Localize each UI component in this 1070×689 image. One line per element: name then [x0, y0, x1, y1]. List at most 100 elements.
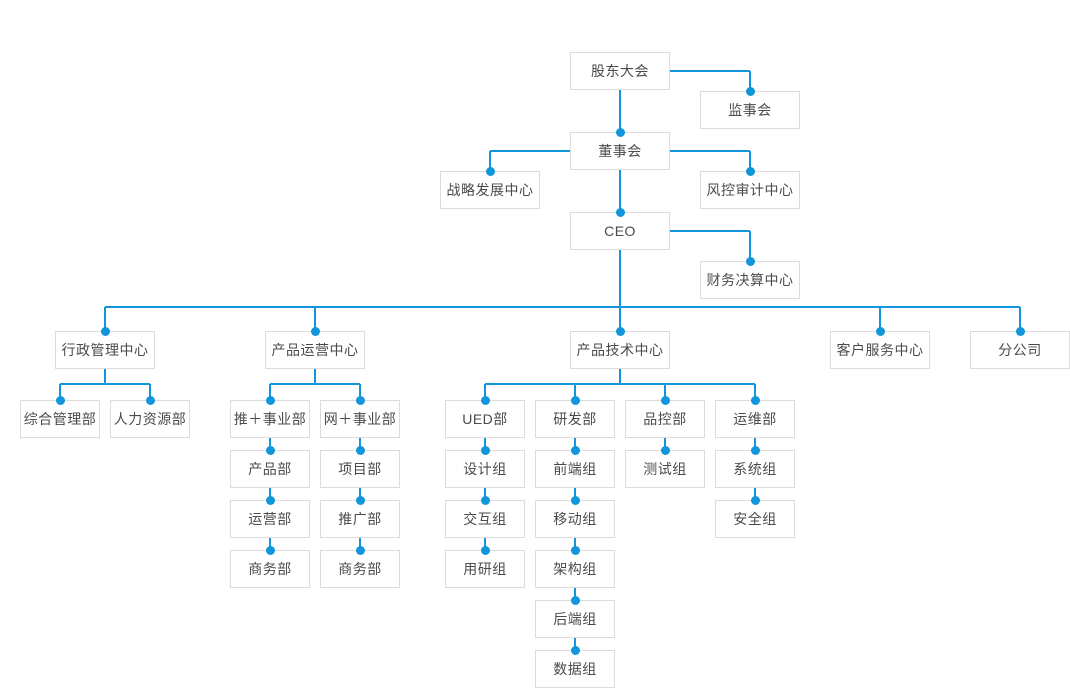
connector-dot-icon	[265, 495, 275, 505]
org-node-data-group[interactable]: 数据组	[535, 650, 615, 688]
connector-dot-icon	[480, 445, 490, 455]
org-node-label: 产品部	[248, 461, 292, 477]
connector-dot-icon	[100, 326, 110, 336]
connector-dot-icon	[355, 445, 365, 455]
org-node-test-group[interactable]: 测试组	[625, 450, 705, 488]
org-node-label: 推广部	[338, 511, 382, 527]
connector-dot-icon	[265, 395, 275, 405]
org-node-research-group[interactable]: 用研组	[445, 550, 525, 588]
connector-dot-icon	[1015, 326, 1025, 336]
org-node-rnd[interactable]: 研发部	[535, 400, 615, 438]
org-node-prodops[interactable]: 产品运营中心	[265, 331, 365, 369]
org-node-label: 分公司	[998, 342, 1042, 358]
org-node-label: 网＋事业部	[323, 411, 397, 427]
org-node-branch[interactable]: 分公司	[970, 331, 1070, 369]
org-node-label: 人力资源部	[113, 411, 187, 427]
org-node-riskaudit[interactable]: 风控审计中心	[700, 171, 800, 209]
org-node-arch-group[interactable]: 架构组	[535, 550, 615, 588]
org-node-wang-biz[interactable]: 网＋事业部	[320, 400, 400, 438]
org-node-shareholders[interactable]: 股东大会	[570, 52, 670, 90]
org-node-strategy[interactable]: 战略发展中心	[440, 171, 540, 209]
connector-dot-icon	[660, 395, 670, 405]
org-node-prodtech[interactable]: 产品技术中心	[570, 331, 670, 369]
org-node-label: 董事会	[598, 143, 642, 159]
org-node-biz-dept-1[interactable]: 商务部	[230, 550, 310, 588]
connector-dot-icon	[615, 207, 625, 217]
org-node-interact-group[interactable]: 交互组	[445, 500, 525, 538]
org-node-label: 安全组	[733, 511, 777, 527]
connector-dot-icon	[570, 545, 580, 555]
connector-dot-icon	[745, 256, 755, 266]
org-node-general-mgmt[interactable]: 综合管理部	[20, 400, 100, 438]
org-node-label: UED部	[462, 411, 508, 427]
org-node-biz-dept-2[interactable]: 商务部	[320, 550, 400, 588]
org-node-supervisors[interactable]: 监事会	[700, 91, 800, 129]
org-node-label: 推＋事业部	[233, 411, 307, 427]
connector-dot-icon	[570, 495, 580, 505]
org-node-ued[interactable]: UED部	[445, 400, 525, 438]
org-node-ceo[interactable]: CEO	[570, 212, 670, 250]
org-node-hr[interactable]: 人力资源部	[110, 400, 190, 438]
org-node-label: 商务部	[338, 561, 382, 577]
org-node-finance[interactable]: 财务决算中心	[700, 261, 800, 299]
org-node-label: 财务决算中心	[706, 272, 794, 288]
org-node-label: 监事会	[728, 102, 772, 118]
connector-dot-icon	[660, 445, 670, 455]
org-node-frontend-group[interactable]: 前端组	[535, 450, 615, 488]
connector-dot-icon	[570, 445, 580, 455]
org-node-board[interactable]: 董事会	[570, 132, 670, 170]
connector-dot-icon	[55, 395, 65, 405]
connector-dot-icon	[615, 127, 625, 137]
org-node-ops-tech[interactable]: 运维部	[715, 400, 795, 438]
org-node-label: 战略发展中心	[446, 182, 534, 198]
org-node-system-group[interactable]: 系统组	[715, 450, 795, 488]
connector-dot-icon	[480, 395, 490, 405]
connector-dot-icon	[355, 495, 365, 505]
org-node-custservice[interactable]: 客户服务中心	[830, 331, 930, 369]
org-node-label: 客户服务中心	[836, 342, 924, 358]
org-node-label: 品控部	[643, 411, 687, 427]
org-node-label: 研发部	[553, 411, 597, 427]
org-node-label: 后端组	[553, 611, 597, 627]
connector-dot-icon	[750, 495, 760, 505]
connector-dot-icon	[265, 545, 275, 555]
connector-dot-icon	[485, 166, 495, 176]
org-node-label: 产品技术中心	[576, 342, 664, 358]
connector-dot-icon	[310, 326, 320, 336]
org-node-qc[interactable]: 品控部	[625, 400, 705, 438]
org-node-label: 交互组	[463, 511, 507, 527]
org-node-label: 综合管理部	[23, 411, 97, 427]
org-node-label: CEO	[604, 223, 636, 239]
org-node-label: 测试组	[643, 461, 687, 477]
connector-dot-icon	[480, 545, 490, 555]
org-node-label: 商务部	[248, 561, 292, 577]
org-node-label: 数据组	[553, 661, 597, 677]
org-node-label: 移动组	[553, 511, 597, 527]
org-node-project-dept[interactable]: 项目部	[320, 450, 400, 488]
org-node-label: 前端组	[553, 461, 597, 477]
org-node-label: 运维部	[733, 411, 777, 427]
org-node-label: 行政管理中心	[61, 342, 149, 358]
connector-dot-icon	[750, 395, 760, 405]
org-node-ops-dept[interactable]: 运营部	[230, 500, 310, 538]
org-node-mobile-group[interactable]: 移动组	[535, 500, 615, 538]
connector-dot-icon	[875, 326, 885, 336]
org-node-label: 风控审计中心	[706, 182, 794, 198]
org-node-label: 用研组	[463, 561, 507, 577]
org-node-promo-dept[interactable]: 推广部	[320, 500, 400, 538]
org-node-backend-group[interactable]: 后端组	[535, 600, 615, 638]
org-node-label: 项目部	[338, 461, 382, 477]
org-node-security-group[interactable]: 安全组	[715, 500, 795, 538]
org-node-design-group[interactable]: 设计组	[445, 450, 525, 488]
org-node-product-dept[interactable]: 产品部	[230, 450, 310, 488]
connector-dot-icon	[480, 495, 490, 505]
connector-dot-icon	[570, 595, 580, 605]
connector-dot-icon	[355, 545, 365, 555]
connector-dot-icon	[570, 645, 580, 655]
org-node-label: 架构组	[553, 561, 597, 577]
connector-dot-icon	[265, 445, 275, 455]
org-node-admin[interactable]: 行政管理中心	[55, 331, 155, 369]
org-node-label: 运营部	[248, 511, 292, 527]
org-node-tui-biz[interactable]: 推＋事业部	[230, 400, 310, 438]
